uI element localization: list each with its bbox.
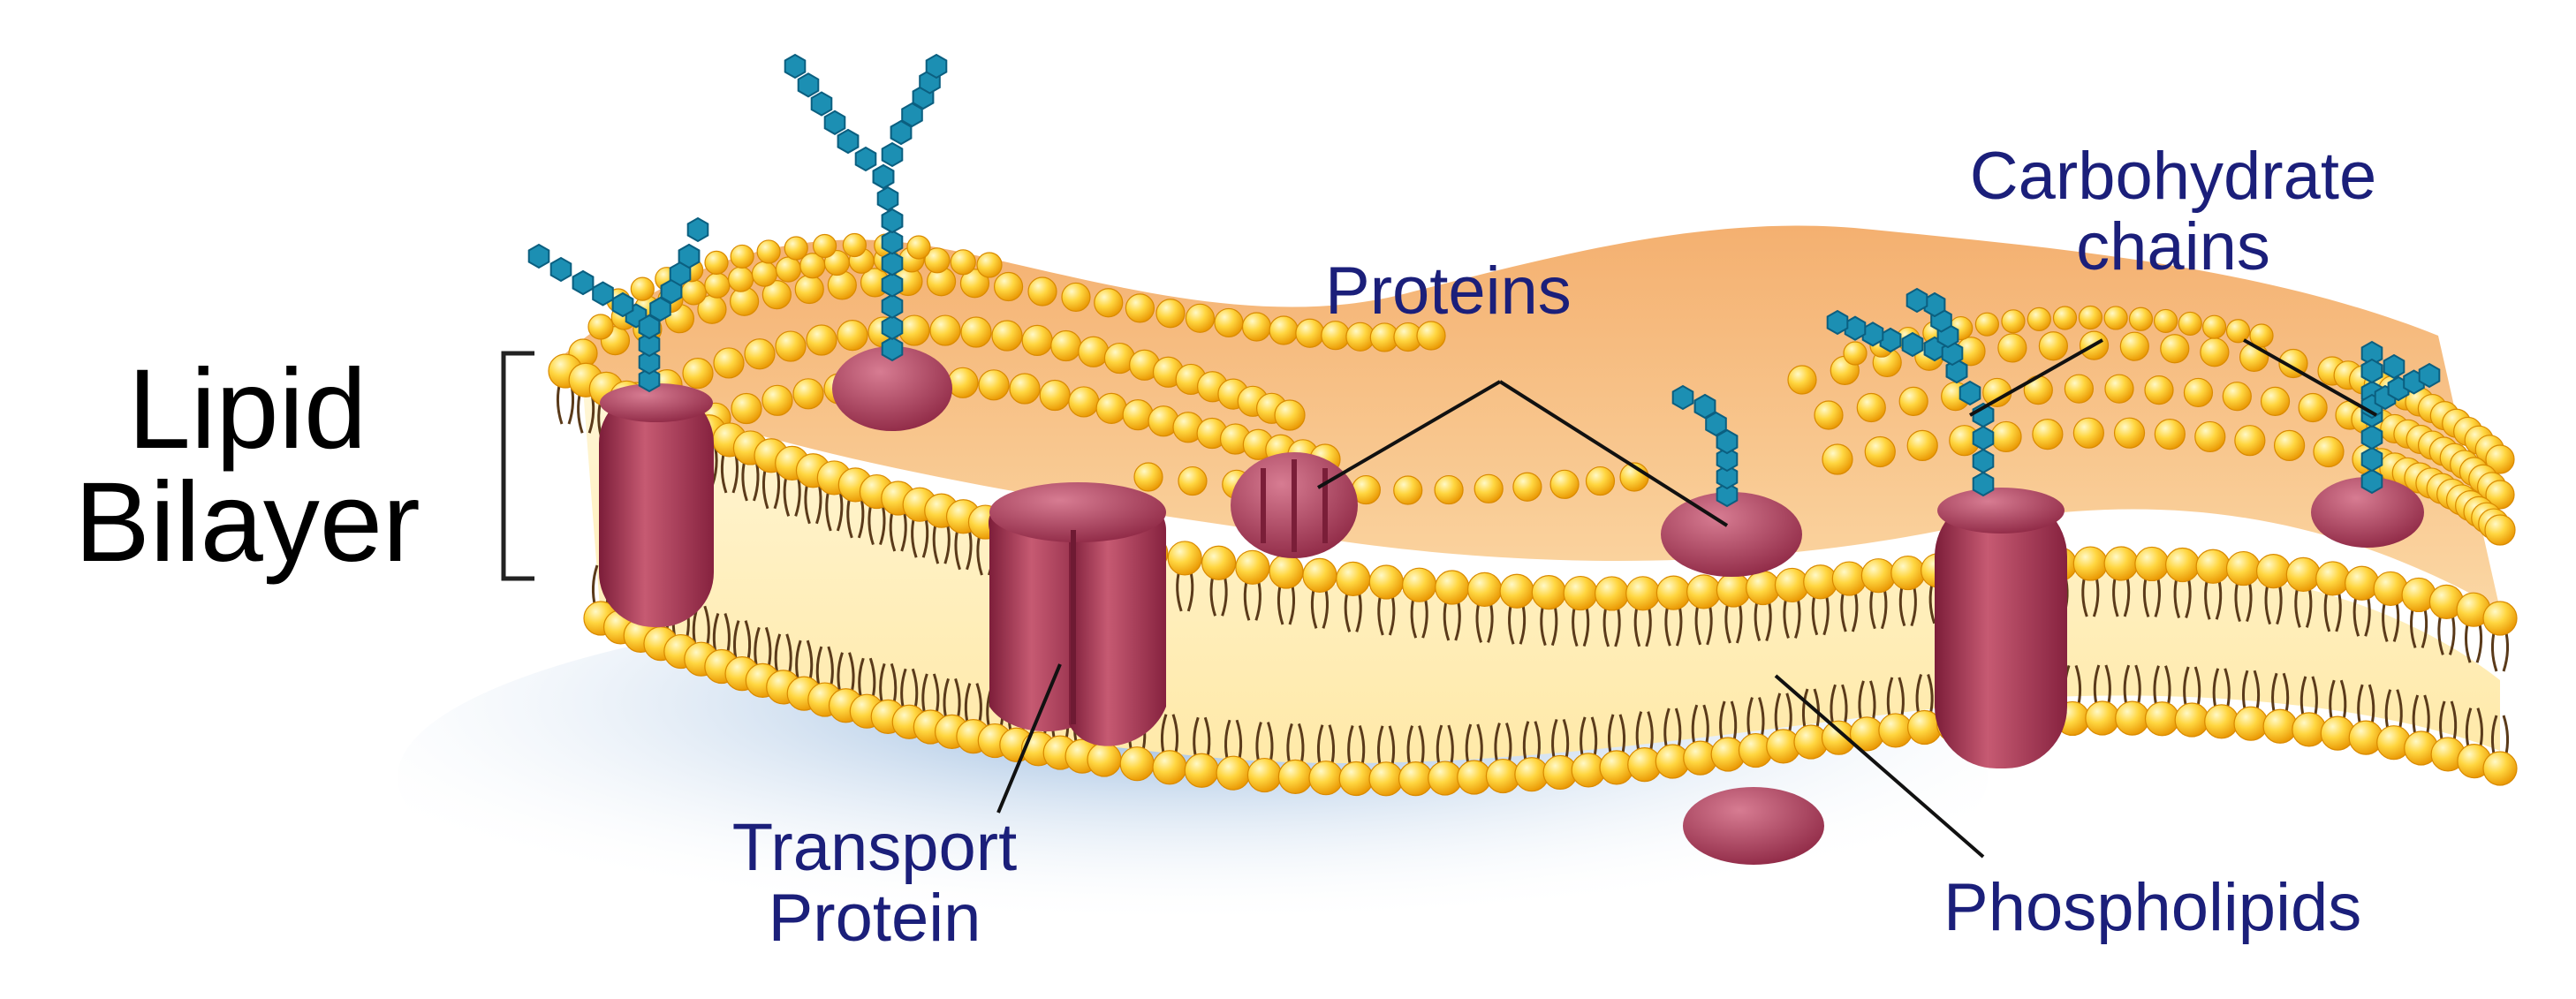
lipid-bilayer-label: Lipid Bilayer (62, 353, 433, 579)
transport-protein-label: Transport Protein (707, 813, 1042, 954)
leader-transport-protein (996, 663, 1062, 814)
leader-carbohydrate-left (1969, 338, 2103, 417)
leader-carbohydrate-right (2243, 338, 2377, 417)
proteins-label: Proteins (1325, 254, 1572, 329)
leader-lines (996, 338, 2377, 859)
carbohydrate-chains-label-line1: Carbohydrate (1969, 139, 2377, 214)
transport-protein (989, 482, 1166, 746)
carbohydrate-chains-label-line2: chains (2076, 208, 2270, 284)
leader-proteins-right (1498, 380, 1729, 527)
lipid-bilayer-label-line2: Bilayer (74, 459, 420, 586)
peripheral-protein-far-right (2311, 477, 2424, 548)
transport-protein-label-line1: Transport (731, 810, 1018, 885)
lipid-bilayer-label-line1: Lipid (127, 346, 367, 473)
leader-proteins-left (1316, 380, 1502, 489)
peripheral-protein-center (1661, 492, 1802, 577)
phospholipids-label: Phospholipids (1943, 870, 2362, 945)
integral-protein-right (1935, 488, 2067, 768)
carbohydrate-chains (527, 53, 2441, 508)
peripheral-protein-top-left (832, 346, 952, 431)
leader-phospholipids (1774, 674, 1985, 859)
transport-protein-label-line2: Protein (768, 880, 981, 956)
peripheral-protein-bottom (1683, 787, 1824, 865)
lipid-bilayer-bracket (501, 351, 534, 581)
phospholipid-heads-surface (568, 232, 2516, 546)
peripheral-protein-globular (1231, 452, 1358, 558)
carbohydrate-chains-label: Carbohydrate chains (1926, 141, 2421, 283)
integral-protein-left (599, 383, 714, 627)
phospholipid-heads-lower-edge (583, 601, 2518, 797)
